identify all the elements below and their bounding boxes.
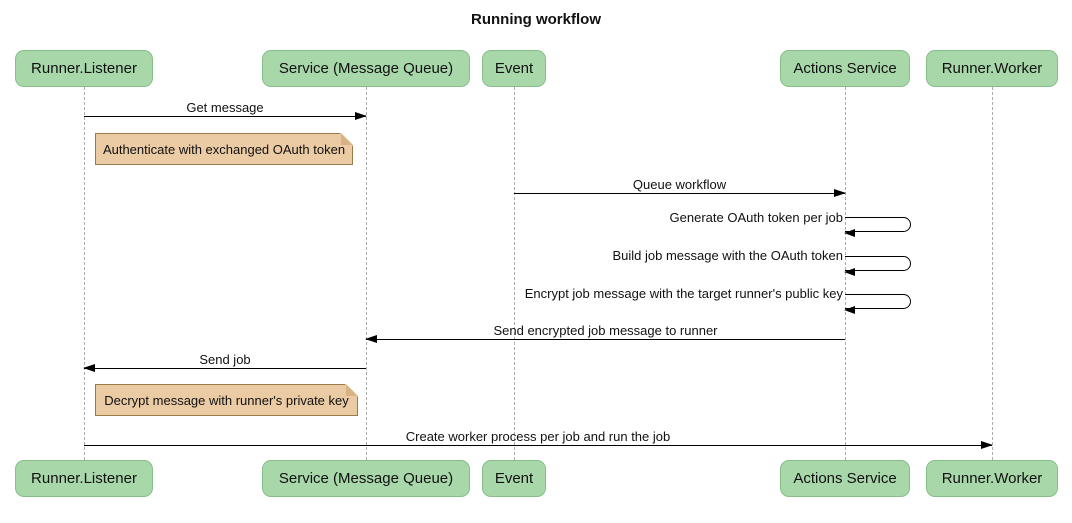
- message-queue-workflow: Queue workflow: [514, 177, 846, 197]
- note-label: Authenticate with exchanged OAuth token: [102, 141, 346, 157]
- diagram-title: Running workflow: [471, 11, 601, 28]
- participant-bottom-runner-listener: Runner.Listener: [15, 460, 153, 497]
- message-line: [84, 111, 367, 120]
- participant-bottom-service-message-queue: Service (Message Queue): [262, 460, 470, 497]
- arrowhead-left-icon: [365, 334, 377, 343]
- participant-bottom-actions-service: Actions Service: [780, 460, 910, 497]
- self-loop-encrypt-job: [844, 294, 911, 314]
- message-send-encrypted-job: Send encrypted job message to runner: [365, 323, 845, 343]
- lifeline-runner-worker: [992, 87, 993, 460]
- lifeline-event: [514, 87, 515, 460]
- participant-top-runner-listener: Runner.Listener: [15, 50, 153, 87]
- message-send-job: Send job: [83, 352, 366, 372]
- arrowhead-left-icon: [844, 306, 855, 314]
- message-get-message: Get message: [84, 100, 367, 120]
- participant-top-event: Event: [482, 50, 546, 87]
- arrowhead-left-icon: [844, 229, 855, 237]
- arrowhead-right-icon: [834, 188, 846, 197]
- lifeline-runner-listener: [84, 87, 85, 460]
- message-label: Send encrypted job message to runner: [493, 323, 718, 338]
- message-label: Create worker process per job and run th…: [405, 429, 671, 444]
- message-label: Queue workflow: [632, 177, 727, 192]
- note-decrypt: Decrypt message with runner's private ke…: [95, 384, 358, 416]
- message-create-worker: Create worker process per job and run th…: [84, 429, 993, 449]
- self-loop-build-job: [844, 256, 911, 276]
- self-message-encrypt-job-label: Encrypt job message with the target runn…: [524, 286, 843, 301]
- arrowhead-right-icon: [981, 440, 993, 449]
- message-line: [83, 363, 366, 372]
- arrowhead-right-icon: [355, 111, 367, 120]
- lifeline-service-message-queue: [366, 87, 367, 460]
- note-label: Decrypt message with runner's private ke…: [104, 392, 349, 408]
- message-label: Get message: [186, 100, 264, 115]
- note-authenticate: Authenticate with exchanged OAuth token: [95, 133, 353, 165]
- message-label: Send job: [199, 352, 251, 367]
- message-line: [365, 334, 845, 343]
- message-line: [514, 188, 846, 197]
- arrowhead-left-icon: [844, 268, 855, 276]
- participant-bottom-event: Event: [482, 460, 546, 497]
- participant-top-service-message-queue: Service (Message Queue): [262, 50, 470, 87]
- self-message-build-job-label: Build job message with the OAuth token: [612, 248, 843, 263]
- participant-top-actions-service: Actions Service: [780, 50, 910, 87]
- self-message-generate-oauth-label: Generate OAuth token per job: [669, 210, 843, 225]
- self-loop-generate-oauth: [844, 217, 911, 237]
- participant-top-runner-worker: Runner.Worker: [926, 50, 1058, 87]
- arrowhead-left-icon: [83, 363, 95, 372]
- message-line: [84, 440, 993, 449]
- participant-bottom-runner-worker: Runner.Worker: [926, 460, 1058, 497]
